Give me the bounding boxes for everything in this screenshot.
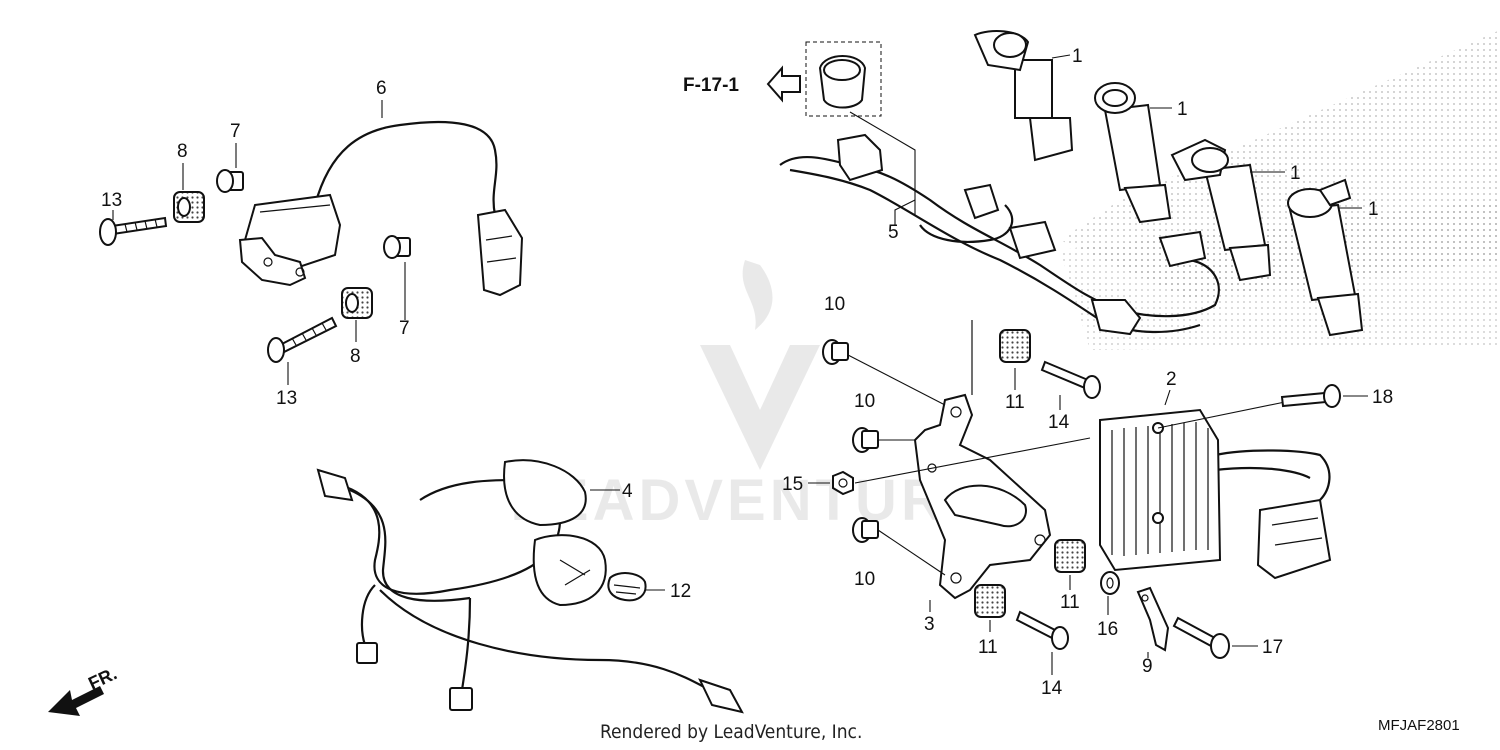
reference-label: F-17-1	[683, 75, 739, 96]
part-7-collar-upper	[216, 169, 244, 193]
watermark: LEADVENTURE	[510, 260, 989, 533]
reference-f-17-1: F-17-1	[683, 41, 882, 117]
callout-labels: 1 1 1 1 2 3 4 5 6 7 7 8 8 9 10 10 10 11 …	[101, 46, 1393, 699]
callout-11-middle: 11	[1060, 592, 1080, 613]
callout-17: 17	[1262, 637, 1283, 658]
callout-11-top: 11	[1005, 392, 1025, 413]
part-9-clamp	[1136, 586, 1170, 652]
part-11-grommet-middle	[1054, 539, 1086, 573]
callout-10-top: 10	[824, 294, 845, 315]
part-13-bolt-upper	[99, 216, 168, 246]
callout-2: 2	[1166, 369, 1177, 390]
callout-6: 6	[376, 78, 387, 99]
part-14-bolt-bottom	[1015, 610, 1069, 650]
callout-8-lower: 8	[350, 346, 361, 367]
part-14-bolt-top	[1040, 360, 1101, 399]
part-10-collar-middle	[852, 427, 879, 453]
callout-1a: 1	[1072, 46, 1083, 67]
callout-7-lower: 7	[399, 318, 410, 339]
callout-10-middle: 10	[854, 391, 875, 412]
part-1-ignition-coil-d	[1287, 178, 1364, 337]
callout-14-bottom: 14	[1041, 678, 1063, 699]
callout-13-upper: 13	[101, 190, 122, 211]
callout-15: 15	[782, 474, 803, 495]
callout-3: 3	[924, 614, 935, 635]
part-6-sensor-module	[238, 120, 524, 297]
front-direction-arrow: FR.	[48, 663, 120, 716]
part-10-collar-bottom	[852, 517, 879, 543]
part-11-grommet-bottom	[974, 584, 1006, 618]
callout-8-upper: 8	[177, 141, 188, 162]
callout-1c: 1	[1290, 163, 1301, 184]
part-1-ignition-coil-a	[973, 29, 1074, 162]
part-1-ignition-coil-b	[1094, 82, 1172, 224]
part-17-bolt	[1172, 616, 1230, 659]
part-10-collar-top	[822, 339, 849, 365]
callout-12: 12	[670, 581, 691, 602]
part-11-grommet-top	[999, 329, 1031, 363]
callout-16: 16	[1097, 619, 1118, 640]
part-2-regulator-rectifier	[1099, 408, 1332, 580]
part-8-grommet-upper	[173, 191, 205, 223]
front-label: FR.	[85, 663, 120, 693]
part-13-bolt-lower	[267, 316, 338, 363]
part-12-clip	[607, 572, 647, 602]
part-7-collar-lower	[383, 235, 411, 259]
callout-14-top: 14	[1048, 412, 1070, 433]
part-4-sub-harness	[316, 459, 744, 714]
part-16-washer	[1100, 571, 1120, 595]
watermark-text: LEADVENTURE	[510, 468, 989, 533]
callout-10-bottom: 10	[854, 569, 875, 590]
callout-13-lower: 13	[276, 388, 297, 409]
part-1-ignition-coil-c	[1170, 138, 1272, 282]
part-8-grommet-lower	[341, 287, 373, 319]
part-18-bolt	[1280, 384, 1341, 408]
part-5-main-harness	[779, 111, 1220, 336]
callout-18: 18	[1372, 387, 1393, 408]
part-15-nut	[832, 470, 854, 496]
callout-1b: 1	[1177, 99, 1188, 120]
callout-4: 4	[622, 481, 633, 502]
callout-7-upper: 7	[230, 121, 241, 142]
callout-5: 5	[888, 222, 899, 243]
callout-9: 9	[1142, 656, 1153, 677]
footer-credit: Rendered by LeadVenture, Inc.	[600, 721, 862, 743]
callout-11-bottom: 11	[978, 637, 998, 658]
part-3-bracket	[913, 320, 1052, 600]
diagram-code: MFJAF2801	[1378, 717, 1460, 734]
callout-1d: 1	[1368, 199, 1379, 220]
